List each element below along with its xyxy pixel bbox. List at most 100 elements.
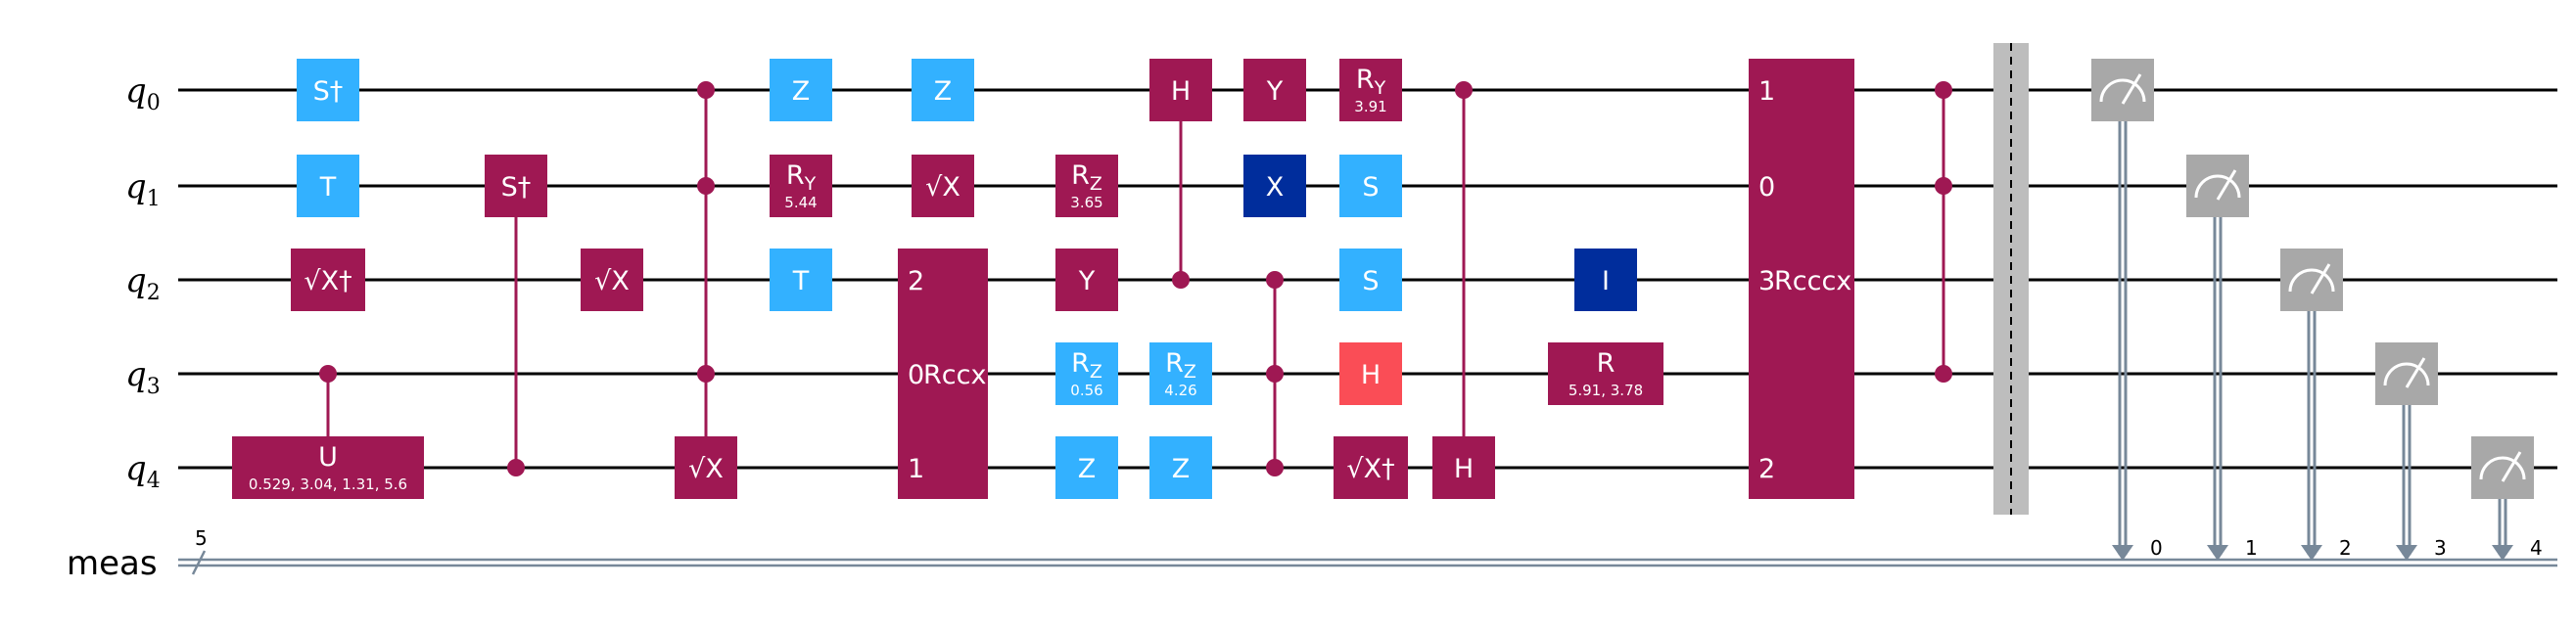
gate-31-box: [1749, 59, 1854, 499]
gate-8-param: 5.44: [784, 194, 817, 211]
gate-21-box: [1243, 59, 1306, 121]
gate-6-control-dot: [697, 177, 715, 195]
meter-needle-icon: [2501, 451, 2522, 482]
gate-32-cz-dot: [1935, 177, 1952, 195]
gate-31-port-label: 0: [1758, 172, 1775, 203]
measure-bit-index: 2: [2339, 536, 2352, 560]
gate-5-box: [581, 249, 643, 311]
gate-10-box: [912, 59, 974, 121]
gate-11-box: [912, 155, 974, 217]
gate-17-box: [1149, 59, 1212, 121]
gate-7-label: Z: [792, 76, 811, 107]
gate-12-port-label: 1: [908, 454, 924, 484]
gate-6-label: √X: [688, 454, 724, 484]
gate-19-box: [1149, 436, 1212, 499]
gate-20-cz-dot: [1266, 459, 1284, 476]
measure-gate-4: [2471, 436, 2534, 499]
qubit-label-4: q4: [125, 449, 161, 493]
measure-arrow: [2301, 545, 2322, 561]
connectors: [326, 90, 2507, 555]
gate-18-param: 4.26: [1164, 382, 1196, 399]
measure-arrow: [2492, 545, 2513, 561]
gate-1-label: T: [319, 172, 337, 203]
gate-11-label: √X: [925, 172, 960, 203]
gate-24-label: S: [1362, 172, 1379, 203]
gate-25-box: [1339, 249, 1402, 311]
gate-12-port-label: 0: [908, 360, 924, 390]
qubit-label-3: q3: [125, 355, 161, 399]
measure-arrow: [2207, 545, 2228, 561]
gate-30-param: 5.91, 3.78: [1569, 382, 1643, 399]
gate-19-label: Z: [1172, 454, 1191, 484]
gate-3-param: 0.529, 3.04, 1.31, 5.6: [249, 476, 407, 493]
classical-register-size: 5: [195, 526, 208, 550]
gate-28-box: [1432, 436, 1495, 499]
gate-7-box: [770, 59, 832, 121]
gate-31-port-label: 1: [1758, 76, 1775, 107]
gate-32-cz-dot: [1935, 365, 1952, 383]
measure-bit-index: 4: [2530, 536, 2543, 560]
gate-28-label: H: [1454, 454, 1474, 484]
measure-gate-3: [2375, 342, 2438, 405]
gate-29-label: I: [1602, 266, 1610, 296]
gate-23-param: 3.91: [1354, 98, 1386, 115]
gate-4-box: [485, 155, 547, 217]
gate-27-label: √X†: [1346, 454, 1394, 484]
meter-needle-icon: [2121, 73, 2142, 105]
qubit-label-1: q1: [125, 167, 161, 211]
gate-13-param: 3.65: [1070, 194, 1102, 211]
gate-17-control-dot: [1172, 271, 1190, 289]
gate-14-label: Y: [1078, 266, 1096, 296]
gate-28-control-dot: [1455, 81, 1473, 99]
gate-30-label: R: [1597, 348, 1616, 379]
gate-13-box: [1055, 155, 1118, 217]
gate-29-box: [1574, 249, 1637, 311]
meter-needle-icon: [2405, 357, 2426, 388]
measure-bit-index: 3: [2434, 536, 2447, 560]
gate-15-box: [1055, 342, 1118, 405]
gate-3-box: [232, 436, 424, 499]
gate-3-control-dot: [319, 365, 337, 383]
gate-4-control-dot: [507, 459, 525, 476]
gate-9-box: [770, 249, 832, 311]
gate-13-label: RZ: [1071, 160, 1102, 195]
gate-26-label: H: [1361, 360, 1381, 390]
classical-bundle-slash: [191, 550, 207, 575]
gate-10-label: Z: [934, 76, 953, 107]
gates: S†T√X†U0.529, 3.04, 1.31, 5.6S†√X√XZRY5.…: [232, 43, 2534, 561]
meter-needle-icon: [2310, 263, 2331, 294]
gate-2-box: [291, 249, 365, 311]
meter-needle-icon: [2216, 169, 2237, 201]
gate-1-box: [297, 155, 359, 217]
gate-18-box: [1149, 342, 1212, 405]
gate-8-label: RY: [786, 160, 817, 195]
measure-gate-2: [2280, 249, 2343, 311]
gate-18-label: RZ: [1165, 348, 1196, 383]
gate-27-box: [1334, 436, 1408, 499]
qubit-label-2: q2: [125, 261, 161, 305]
gate-31-port-label: 3: [1758, 266, 1775, 296]
gate-4-label: S†: [501, 172, 532, 203]
meter-icon: [2194, 174, 2241, 199]
measure-bit-index: 0: [2150, 536, 2163, 560]
gate-9-label: T: [792, 266, 810, 296]
meter-icon: [2288, 268, 2335, 293]
gate-26-box: [1339, 342, 1402, 405]
gate-20-cz-dot: [1266, 365, 1284, 383]
gate-22-label: X: [1266, 172, 1285, 203]
gate-5-label: √X: [594, 266, 630, 296]
gate-30-box: [1548, 342, 1663, 405]
gate-12-name: Rccx: [923, 360, 986, 390]
gate-0-box: [297, 59, 359, 121]
gate-6-box: [675, 436, 737, 499]
gate-3-label: U: [318, 442, 338, 473]
gate-2-label: √X†: [304, 266, 351, 296]
gate-12-port-label: 2: [908, 266, 924, 296]
measure-arrow: [2112, 545, 2133, 561]
gate-17-label: H: [1171, 76, 1191, 107]
gate-31-port-label: 2: [1758, 454, 1775, 484]
meter-icon: [2099, 78, 2146, 103]
gate-6-control-dot: [697, 365, 715, 383]
gate-16-box: [1055, 436, 1118, 499]
